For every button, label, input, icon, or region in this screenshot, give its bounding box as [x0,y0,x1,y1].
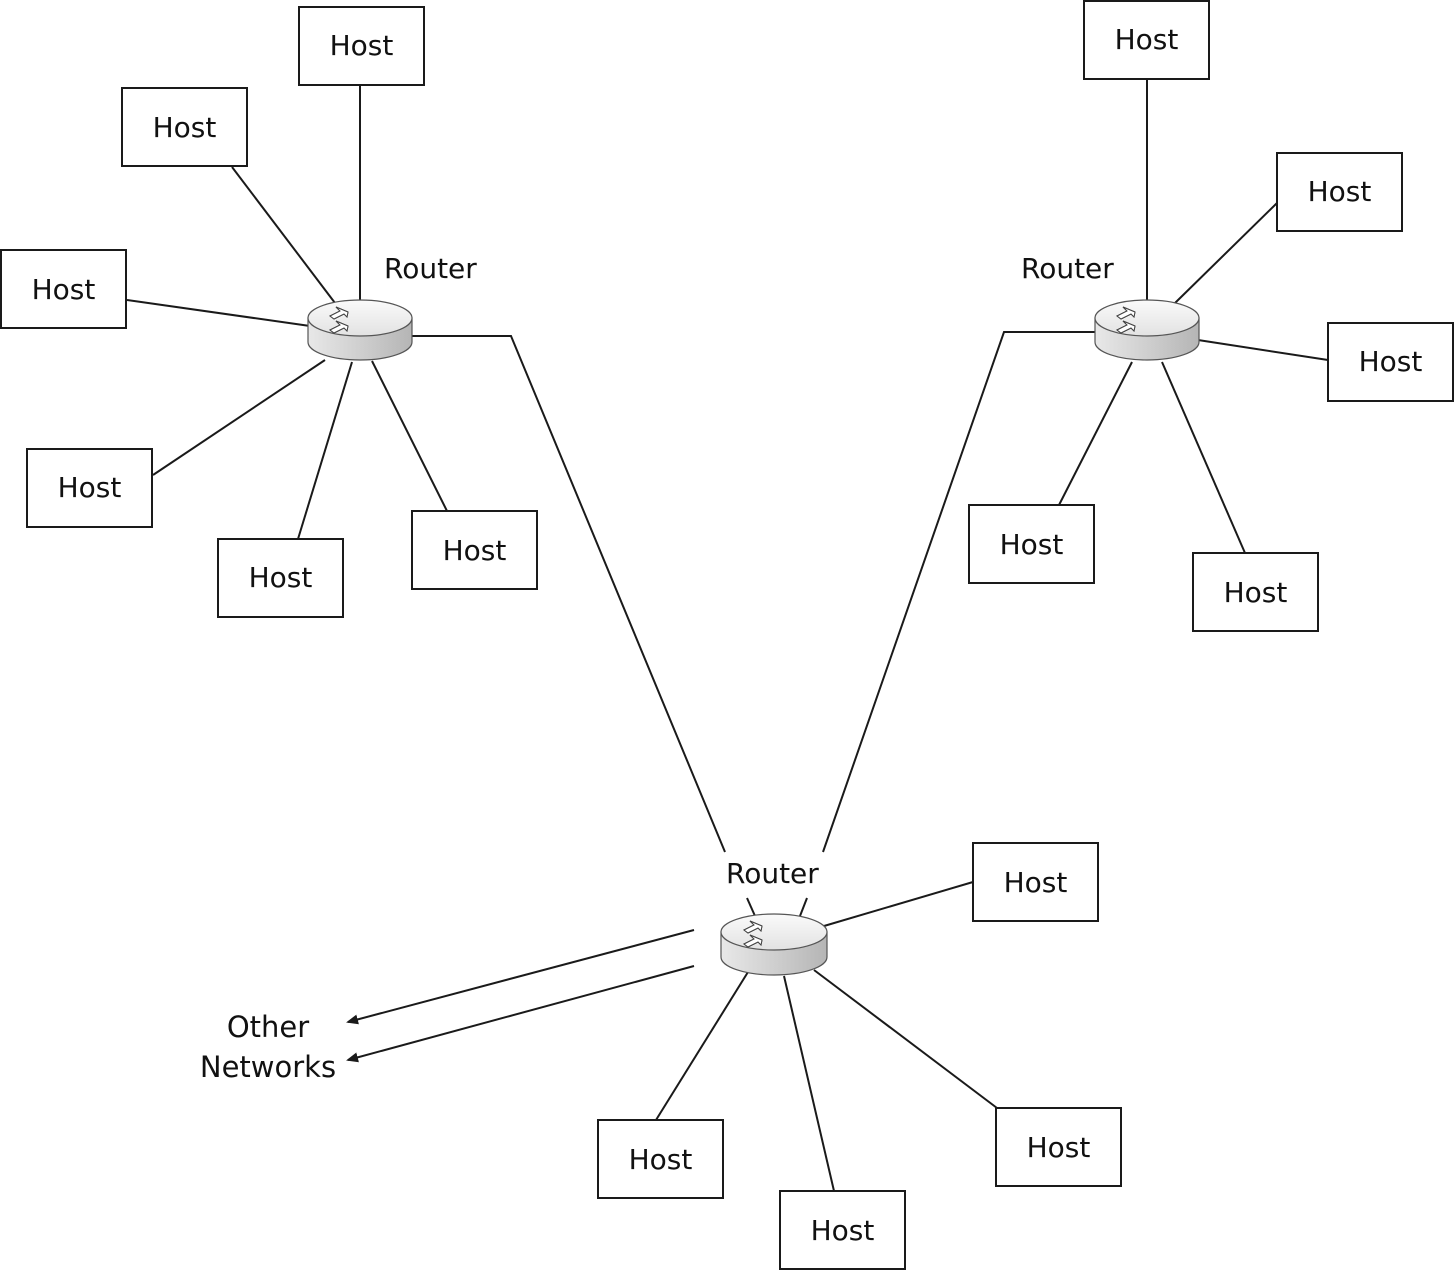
host-node[interactable]: Host [0,249,127,329]
other-networks-line-2: Networks [200,1050,336,1084]
host-node[interactable]: Host [298,6,425,86]
link-right-host-bottom-right [1161,361,1246,554]
host-label: Host [330,29,394,62]
links-router-left [126,86,448,540]
router-right[interactable]: Router [1021,252,1200,361]
arrow-to-other-networks-1 [346,929,695,1025]
link-left-host-bottom [297,361,353,540]
link-left-host-bottom-right [371,360,448,512]
host-node[interactable]: Host [121,87,248,167]
host-node[interactable]: Host [779,1190,906,1270]
backbone-right-stub-bottom [799,897,808,917]
host-label: Host [1027,1131,1091,1164]
other-networks-label: Other Networks [200,1010,336,1084]
host-label: Host [1308,175,1372,208]
router-label: Router [1021,252,1114,285]
host-label: Host [811,1214,875,1247]
host-node[interactable]: Host [217,538,344,618]
link-right-host-right [1197,339,1329,361]
host-label: Host [1000,528,1064,561]
link-right-host-upper-right [1174,202,1278,304]
link-bottom-host-right [823,881,974,927]
host-node[interactable]: Host [995,1107,1122,1187]
host-node[interactable]: Host [968,504,1095,584]
router-icon [720,913,828,976]
host-node[interactable]: Host [972,842,1099,922]
router-left[interactable]: Router [307,252,477,361]
host-node[interactable]: Host [1083,0,1210,80]
host-node[interactable]: Host [597,1119,724,1199]
link-left-host-left [126,299,311,327]
other-networks-line-1: Other [227,1010,309,1044]
links-router-bottom [655,881,998,1192]
host-label: Host [1115,23,1179,56]
host-label: Host [1359,345,1423,378]
host-node[interactable]: Host [411,510,538,590]
router-label: Router [384,252,477,285]
router-icon [307,299,413,361]
host-label: Host [32,273,96,306]
host-node[interactable]: Host [1276,152,1403,232]
link-bottom-host-bottom-right [813,969,998,1109]
link-right-host-bottom-left [1058,361,1133,506]
host-label: Host [629,1143,693,1176]
host-node[interactable]: Host [26,448,153,528]
backbone-left-to-bottom [412,335,726,853]
router-icon [1094,299,1200,361]
host-label: Host [1004,866,1068,899]
external-network-arrows [346,929,695,1063]
host-label: Host [58,471,122,504]
links-router-right [1058,80,1329,554]
host-label: Host [1224,576,1288,609]
host-node[interactable]: Host [1192,552,1319,632]
router-label: Router [726,857,819,890]
backbone-left-stub-bottom [746,897,756,917]
host-node[interactable]: Host [1327,322,1454,402]
host-label: Host [249,561,313,594]
link-left-host-lower-left [152,359,326,476]
backbone-right-to-bottom [822,331,1096,853]
link-bottom-host-bottom-left [655,971,749,1121]
router-bottom[interactable]: Router [720,857,828,976]
host-label: Host [153,111,217,144]
link-bottom-host-bottom [783,975,835,1192]
arrow-to-other-networks-2 [346,965,695,1063]
backbone-links [412,331,1096,917]
host-label: Host [443,534,507,567]
link-left-host-upper-left [231,166,336,304]
